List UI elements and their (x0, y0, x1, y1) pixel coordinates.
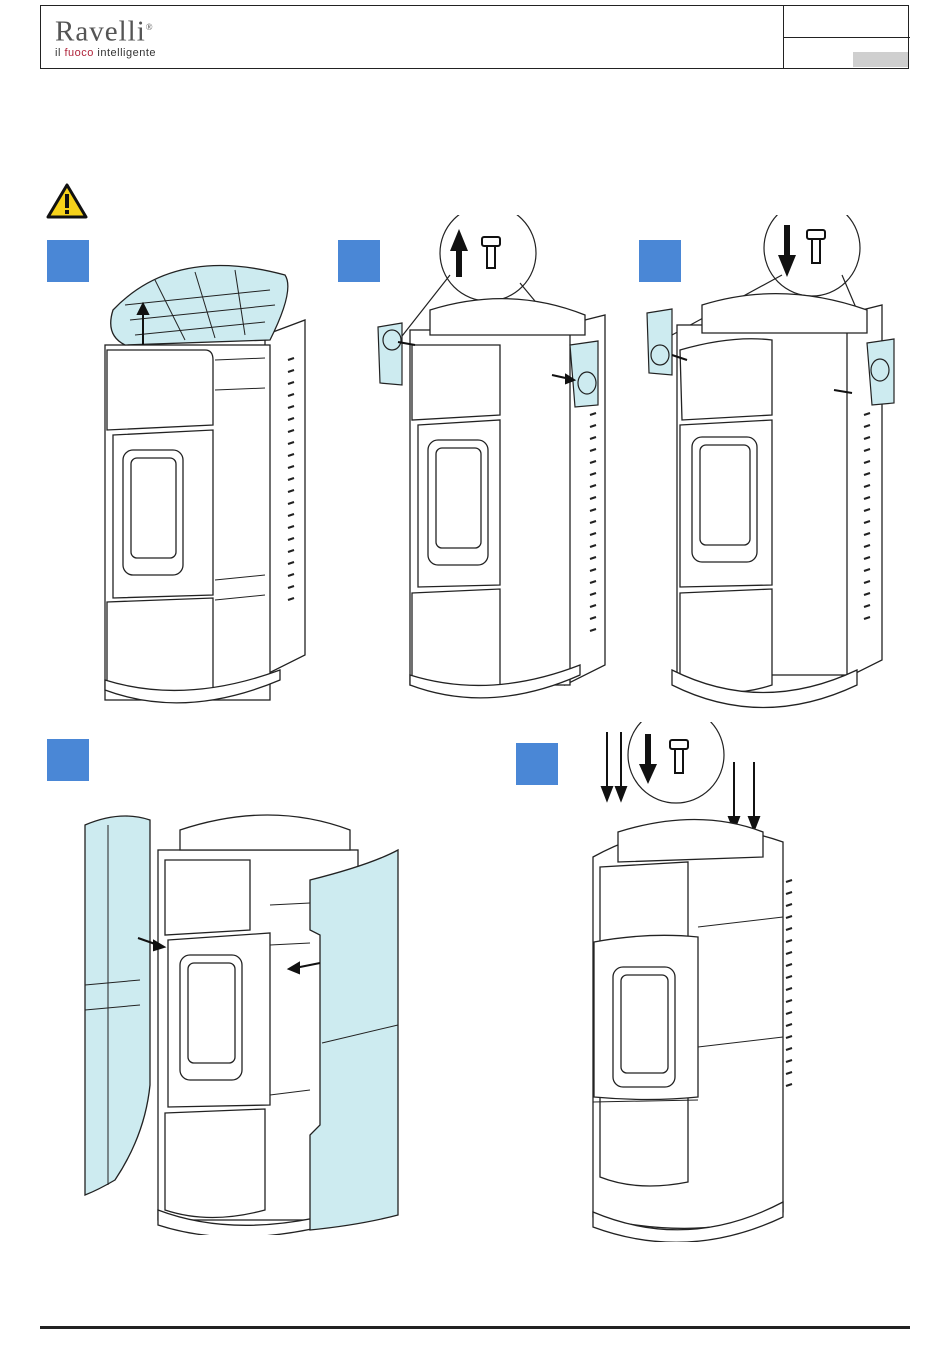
brand-reg: ® (146, 22, 154, 32)
brand-logo: Ravelli® il fuoco intelligente (55, 12, 156, 59)
footer-rule (40, 1326, 910, 1329)
header-cell-line (783, 37, 910, 38)
page-header: Ravelli® il fuoco intelligente (40, 5, 909, 69)
step-badge-4 (47, 739, 89, 781)
brand-tagline: il fuoco intelligente (55, 47, 156, 59)
step-badge-5 (516, 743, 558, 785)
page-tab-box (853, 52, 908, 67)
figure-step-2 (370, 215, 620, 715)
figure-step-3 (642, 215, 902, 715)
warning-triangle-icon (46, 183, 88, 219)
figure-step-1 (95, 250, 320, 715)
figure-step-4 (80, 805, 410, 1235)
figure-step-5 (588, 722, 808, 1242)
brand-name: Ravelli (55, 16, 146, 48)
step-badge-1 (47, 240, 89, 282)
